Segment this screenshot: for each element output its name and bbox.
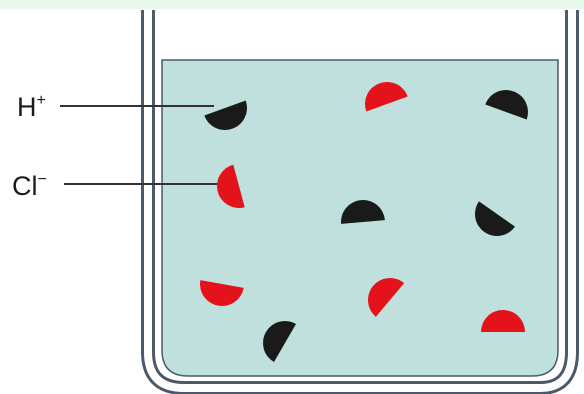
chloride-ion [365, 82, 408, 112]
anion-label: Cl− [12, 171, 47, 201]
cation-label: H+ [17, 92, 46, 122]
hydrogen-ion [263, 321, 296, 363]
chloride-ion [200, 280, 244, 306]
hydrogen-ion [475, 201, 516, 236]
cation-label-symbol: H [17, 92, 37, 122]
anion-label-symbol: Cl [12, 171, 38, 201]
ions-group [200, 82, 528, 363]
anion-label-charge: − [38, 171, 47, 188]
hydrogen-ion [204, 100, 247, 130]
top-band [0, 0, 584, 9]
chloride-ion [368, 278, 405, 317]
chloride-ion [217, 164, 245, 208]
hydrogen-ion [485, 90, 528, 120]
chloride-ion [481, 310, 525, 332]
hydrogen-ion [341, 200, 385, 224]
beaker-inner-wall [144, 10, 576, 392]
cation-label-charge: + [37, 92, 46, 109]
